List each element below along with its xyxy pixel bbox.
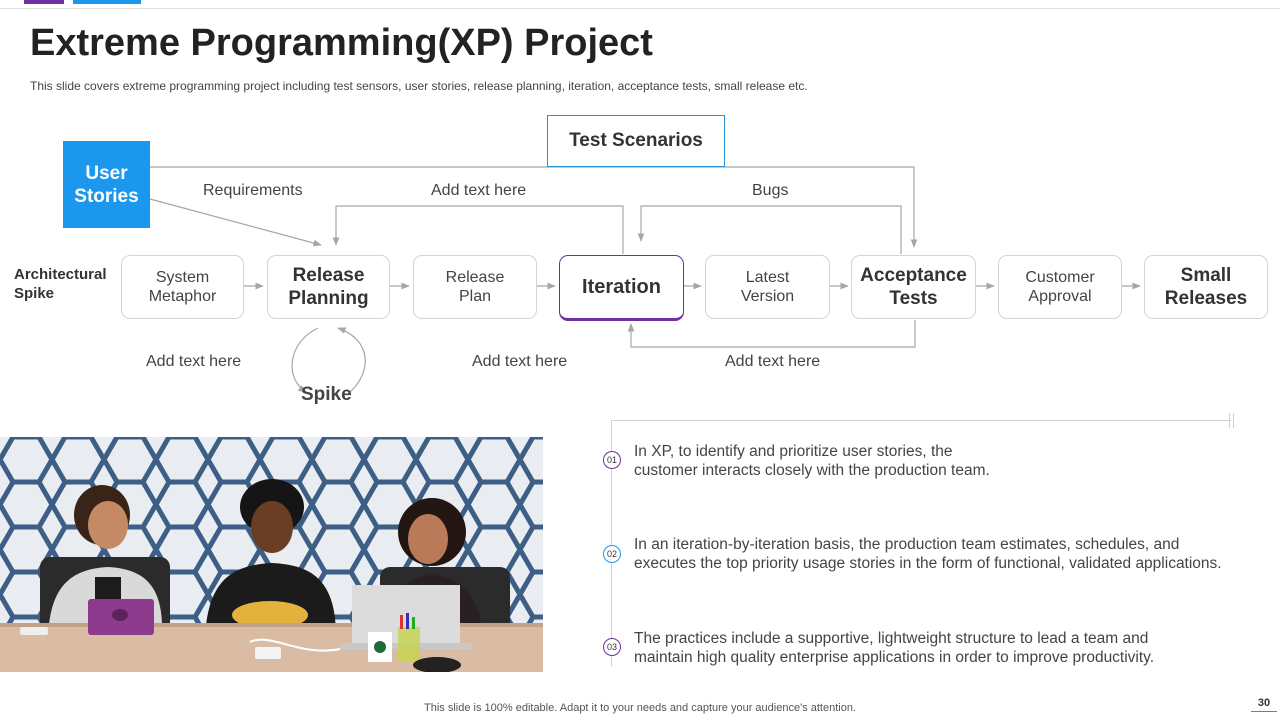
connector-bugs xyxy=(637,205,902,254)
point-number-1: 01 xyxy=(603,451,621,469)
point-text-1: In XP, to identify and prioritize user s… xyxy=(634,443,990,479)
step-latest-version: Latest Version xyxy=(705,255,830,319)
connector-requirements xyxy=(149,198,322,247)
label-add-text-mid: Add text here xyxy=(472,353,568,370)
diagram-connectors xyxy=(149,166,1141,393)
point-number-3: 03 xyxy=(603,638,621,656)
header-divider xyxy=(0,8,1280,9)
label-add-text-right: Add text here xyxy=(725,353,821,370)
user-stories-box: User Stories xyxy=(63,141,150,228)
spike-loop-left xyxy=(291,327,319,393)
spike-loop-right xyxy=(337,327,366,393)
accent-bar-purple xyxy=(24,0,64,4)
label-requirements: Requirements xyxy=(203,182,303,199)
step-release-plan: Release Plan xyxy=(413,255,537,319)
step-release-planning: Release Planning xyxy=(267,255,390,319)
connector-iteration-to-planning xyxy=(332,205,624,254)
accent-bar-blue xyxy=(73,0,141,4)
label-spike: Spike xyxy=(301,384,352,405)
points-horizontal-line xyxy=(611,420,1231,421)
points-line-cap xyxy=(1229,413,1230,428)
step-iteration: Iteration xyxy=(559,255,684,321)
points-line-cap xyxy=(1233,413,1234,428)
label-add-text-left: Add text here xyxy=(146,353,242,370)
page-subtitle: This slide covers extreme programming pr… xyxy=(30,79,808,93)
label-bugs: Bugs xyxy=(752,182,789,199)
point-number-2: 02 xyxy=(603,545,621,563)
step-system-metaphor: System Metaphor xyxy=(121,255,244,319)
connector-acceptance-to-iteration xyxy=(627,320,916,348)
label-add-text-top: Add text here xyxy=(431,182,527,199)
step-small-releases: Small Releases xyxy=(1144,255,1268,319)
test-scenarios-box: Test Scenarios xyxy=(547,115,725,167)
architectural-spike-label: Architectural Spike xyxy=(14,266,107,302)
step-acceptance-tests: Acceptance Tests xyxy=(851,255,976,319)
points-vertical-line xyxy=(611,420,612,666)
page-title: Extreme Programming(XP) Project xyxy=(30,22,653,64)
connector-user-stories-to-acceptance xyxy=(150,166,918,248)
page-number: 30 xyxy=(1251,697,1277,712)
point-text-3: The practices include a supportive, ligh… xyxy=(634,630,1155,666)
team-meeting-photo xyxy=(0,437,543,672)
footer-note: This slide is 100% editable. Adapt it to… xyxy=(424,702,856,714)
step-customer-approval: Customer Approval xyxy=(998,255,1122,319)
point-text-2: In an iteration-by-iteration basis, the … xyxy=(634,536,1222,572)
